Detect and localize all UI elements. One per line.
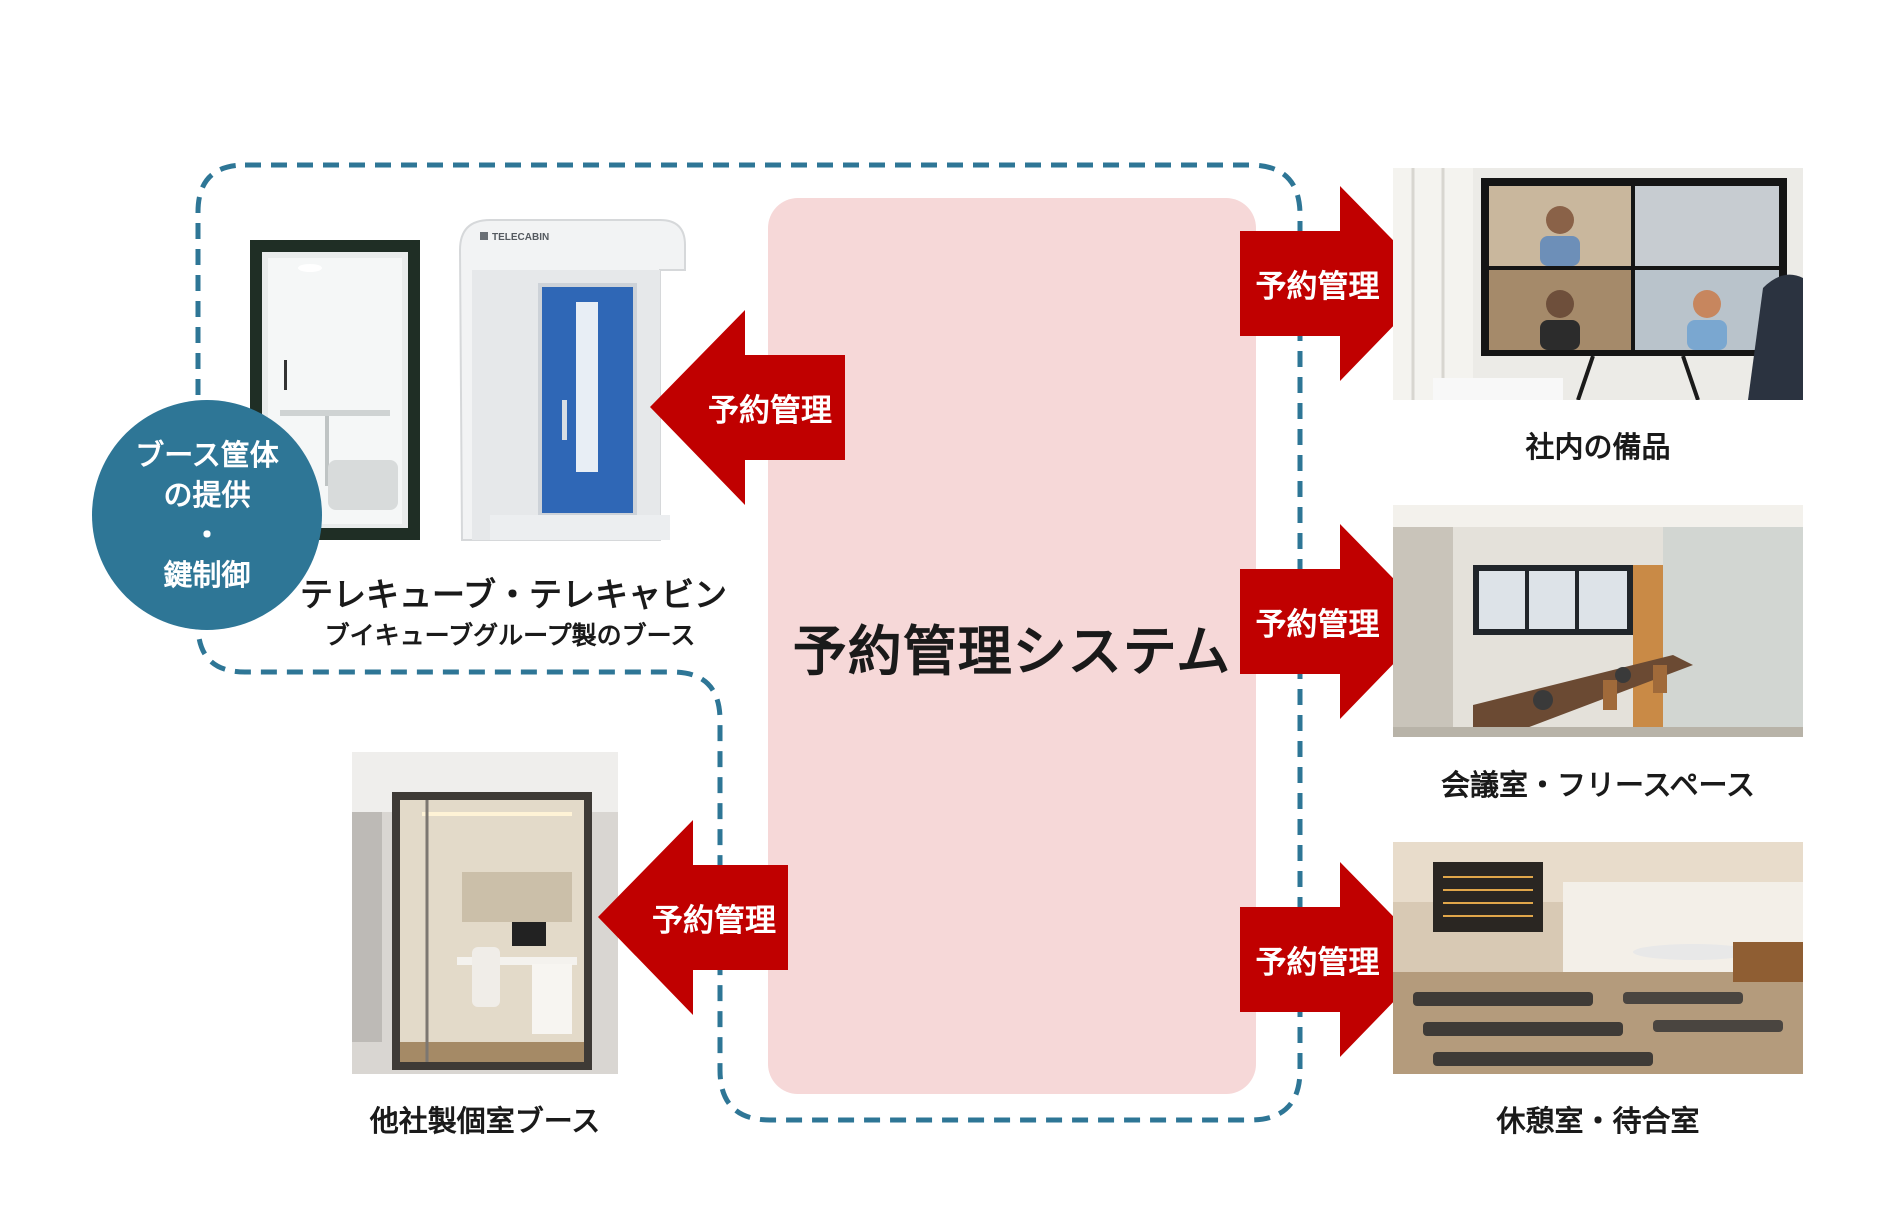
booths-title: テレキューブ・テレキャビン [300, 575, 728, 614]
circle-line-3: ・ [192, 518, 222, 552]
arrow-label: 予約管理 [652, 903, 776, 939]
lounge-caption: 休憩室・待合室 [1496, 1104, 1700, 1138]
reservation-arrow-left-upper: 予約管理 [650, 310, 845, 505]
arrow-label: 予約管理 [1255, 945, 1380, 981]
arrow-label: 予約管理 [1255, 269, 1380, 305]
reservation-arrow-right-top: 予約管理 [1240, 186, 1435, 381]
equipment-image [1393, 168, 1803, 400]
lounge-image [1393, 842, 1803, 1074]
arrow-label: 予約管理 [708, 393, 832, 429]
circle-line-2: の提供 [163, 478, 251, 512]
booth-provision-circle: ブース筐体 の提供 ・ 鍵制御 [92, 400, 322, 630]
booths-subtitle: ブイキューブグループ製のブース [324, 621, 696, 650]
meeting-room-image [1393, 505, 1803, 737]
reservation-arrow-right-bottom: 予約管理 [1240, 862, 1435, 1057]
circle-line-1: ブース筐体 [135, 438, 279, 472]
circle-line-4: 鍵制御 [163, 558, 251, 592]
reservation-system-box: 予約管理システム [768, 198, 1256, 1094]
reservation-arrow-left-lower: 予約管理 [598, 820, 788, 1015]
cabin-brand-text: TELECABIN [492, 232, 549, 243]
meeting-room-caption: 会議室・フリースペース [1440, 768, 1756, 802]
reservation-arrow-right-middle: 予約管理 [1240, 524, 1435, 719]
cabin-logo-icon [480, 232, 488, 240]
equipment-caption: 社内の備品 [1525, 430, 1671, 464]
other-booth-image [352, 752, 618, 1074]
reservation-system-label: 予約管理システム [792, 619, 1232, 683]
other-booth-caption: 他社製個室ブース [369, 1104, 601, 1138]
arrow-label: 予約管理 [1255, 607, 1380, 643]
